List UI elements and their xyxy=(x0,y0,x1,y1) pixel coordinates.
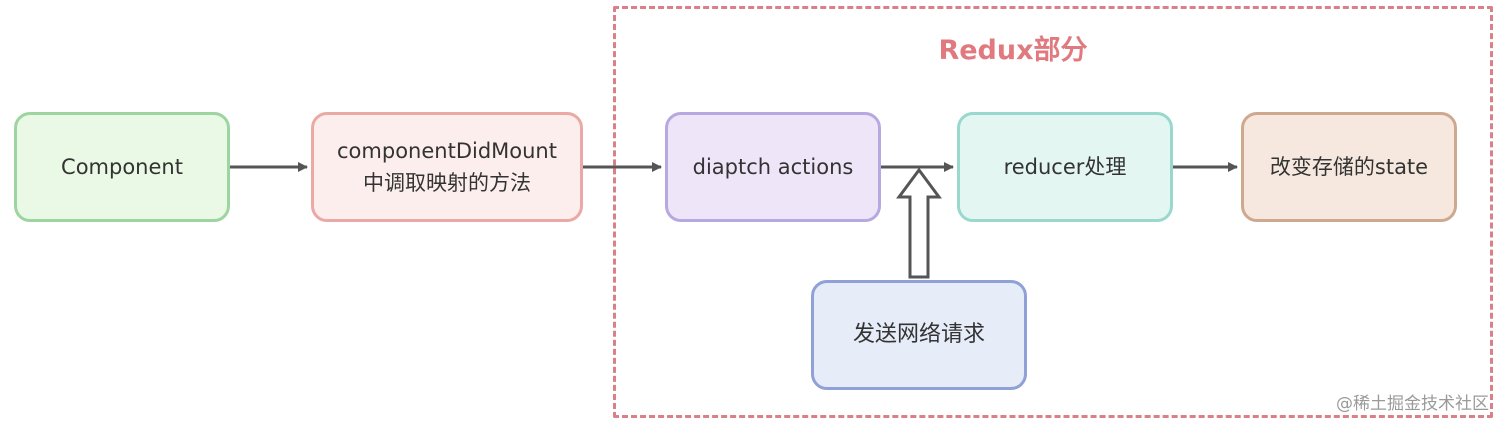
node-network-request-label: 发送网络请求 xyxy=(852,322,985,347)
node-component: Component xyxy=(14,112,230,222)
node-change-state: 改变存储的state xyxy=(1241,112,1457,222)
node-componentdidmount: componentDidMount 中调取映射的方法 xyxy=(311,112,583,222)
node-network-request: 发送网络请求 xyxy=(811,280,1027,390)
watermark: @稀土掘金技术社区 xyxy=(1336,394,1489,414)
redux-region xyxy=(613,6,1493,418)
node-component-label: Component xyxy=(61,155,183,179)
node-componentdidmount-line2: 中调取映射的方法 xyxy=(363,171,531,195)
redux-region-title: Redux部分 xyxy=(938,35,1088,66)
node-componentdidmount-line1: componentDidMount xyxy=(337,139,557,163)
node-reducer-label: reducer处理 xyxy=(1003,155,1127,179)
node-change-state-label: 改变存储的state xyxy=(1269,155,1429,179)
node-dispatch-actions: diaptch actions xyxy=(665,112,881,222)
block-arrow-network-to-dispatch xyxy=(896,167,942,279)
node-dispatch-actions-label: diaptch actions xyxy=(692,155,854,179)
node-reducer: reducer处理 xyxy=(957,112,1173,222)
